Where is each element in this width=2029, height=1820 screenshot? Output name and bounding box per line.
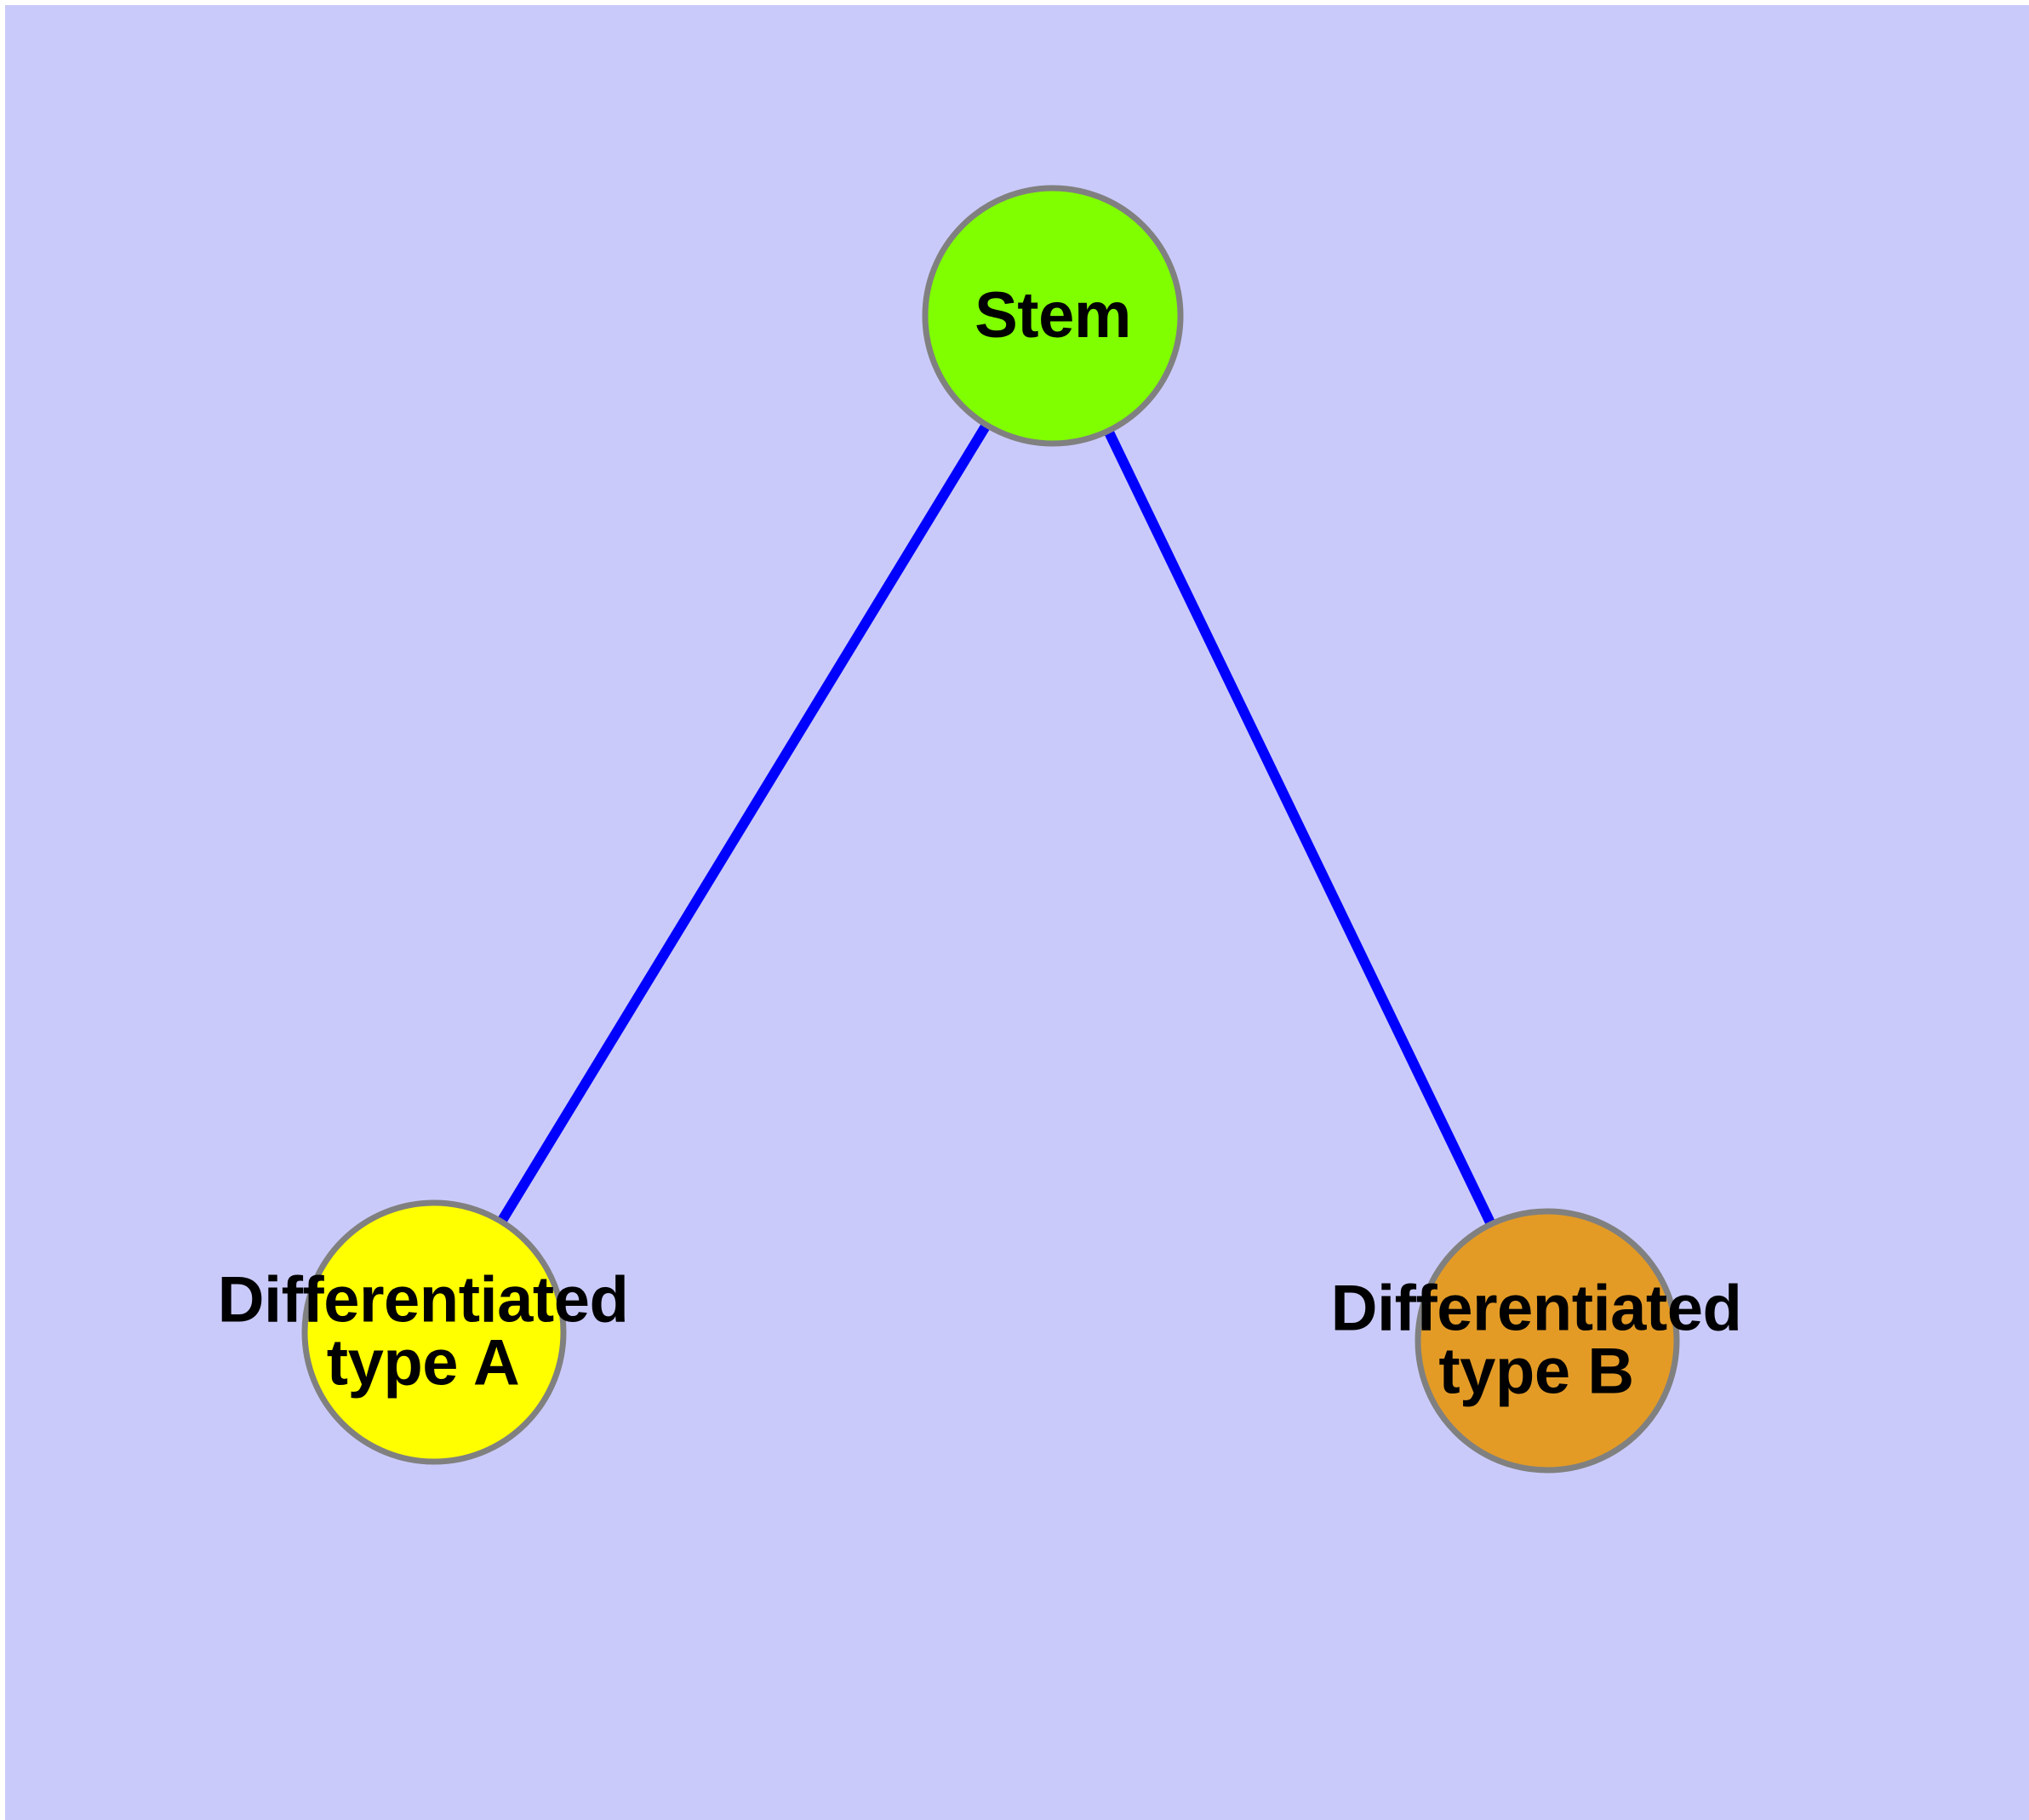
edges-group [429, 312, 1552, 1343]
node-stem[interactable] [922, 185, 1184, 447]
edge-stem-to-diff-b[interactable] [1048, 313, 1552, 1343]
edge-stem-to-diff-a[interactable] [429, 312, 1058, 1336]
node-diff-a[interactable] [301, 1199, 567, 1465]
nodes-group [301, 185, 1680, 1474]
node-diff-b[interactable] [1415, 1208, 1680, 1474]
